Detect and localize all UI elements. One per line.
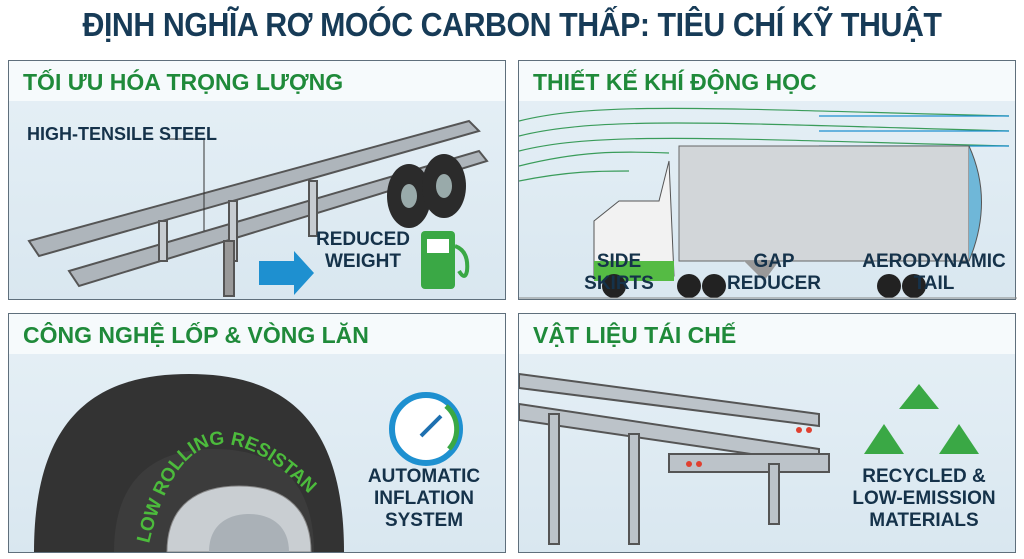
panel-heading: CÔNG NGHỆ LỐP & VÒNG LĂN [9,314,505,354]
page-title: ĐỊNH NGHĨA RƠ MOÓC CARBON THẤP: TIÊU CHÍ… [82,6,942,43]
recycle-icon [864,384,979,454]
panel-heading: TỐI ƯU HÓA TRỌNG LƯỢNG [9,61,505,101]
label-reduced-weight: REDUCED WEIGHT [316,229,410,272]
tire-illustration: LOW ROLLING RESISTANCE [9,354,463,552]
panel-weight-optimization: TỐI ƯU HÓA TRỌNG LƯỢNG HIGH-TENSILE STEE… [8,60,506,300]
panel-heading: VẬT LIỆU TÁI CHẾ [519,314,1015,354]
panel-aerodynamic-design: THIẾT KẾ KHÍ ĐỘNG HỌC SIDE SKIRTS GAP RE… [518,60,1017,300]
label-automatic-inflation: AUTOMATIC INFLATION SYSTEM [367,466,481,531]
truck-illustration [519,107,1017,299]
panel-recycled-materials: VẬT LIỆU TÁI CHẾ RECYCLED & LOW-EMISSION… [518,313,1016,553]
chassis-illustration [27,119,489,297]
trailer-frame-illustration [519,372,979,545]
label-high-tensile-steel: HIGH-TENSILE STEEL [27,124,218,144]
fuel-pump-icon [421,231,470,289]
label-gap-reducer: GAP REDUCER [727,251,821,294]
label-aerodynamic-tail: AERODYNAMIC TAIL [862,251,1006,294]
pressure-gauge-icon [389,392,463,466]
label-side-skirts: SIDE SKIRTS [584,251,654,294]
panel-heading: THIẾT KẾ KHÍ ĐỘNG HỌC [519,61,1015,101]
panel-tire-technology: CÔNG NGHỆ LỐP & VÒNG LĂN LOW ROLLING RES… [8,313,506,553]
label-recycled-materials: RECYCLED & LOW-EMISSION MATERIALS [852,466,996,531]
